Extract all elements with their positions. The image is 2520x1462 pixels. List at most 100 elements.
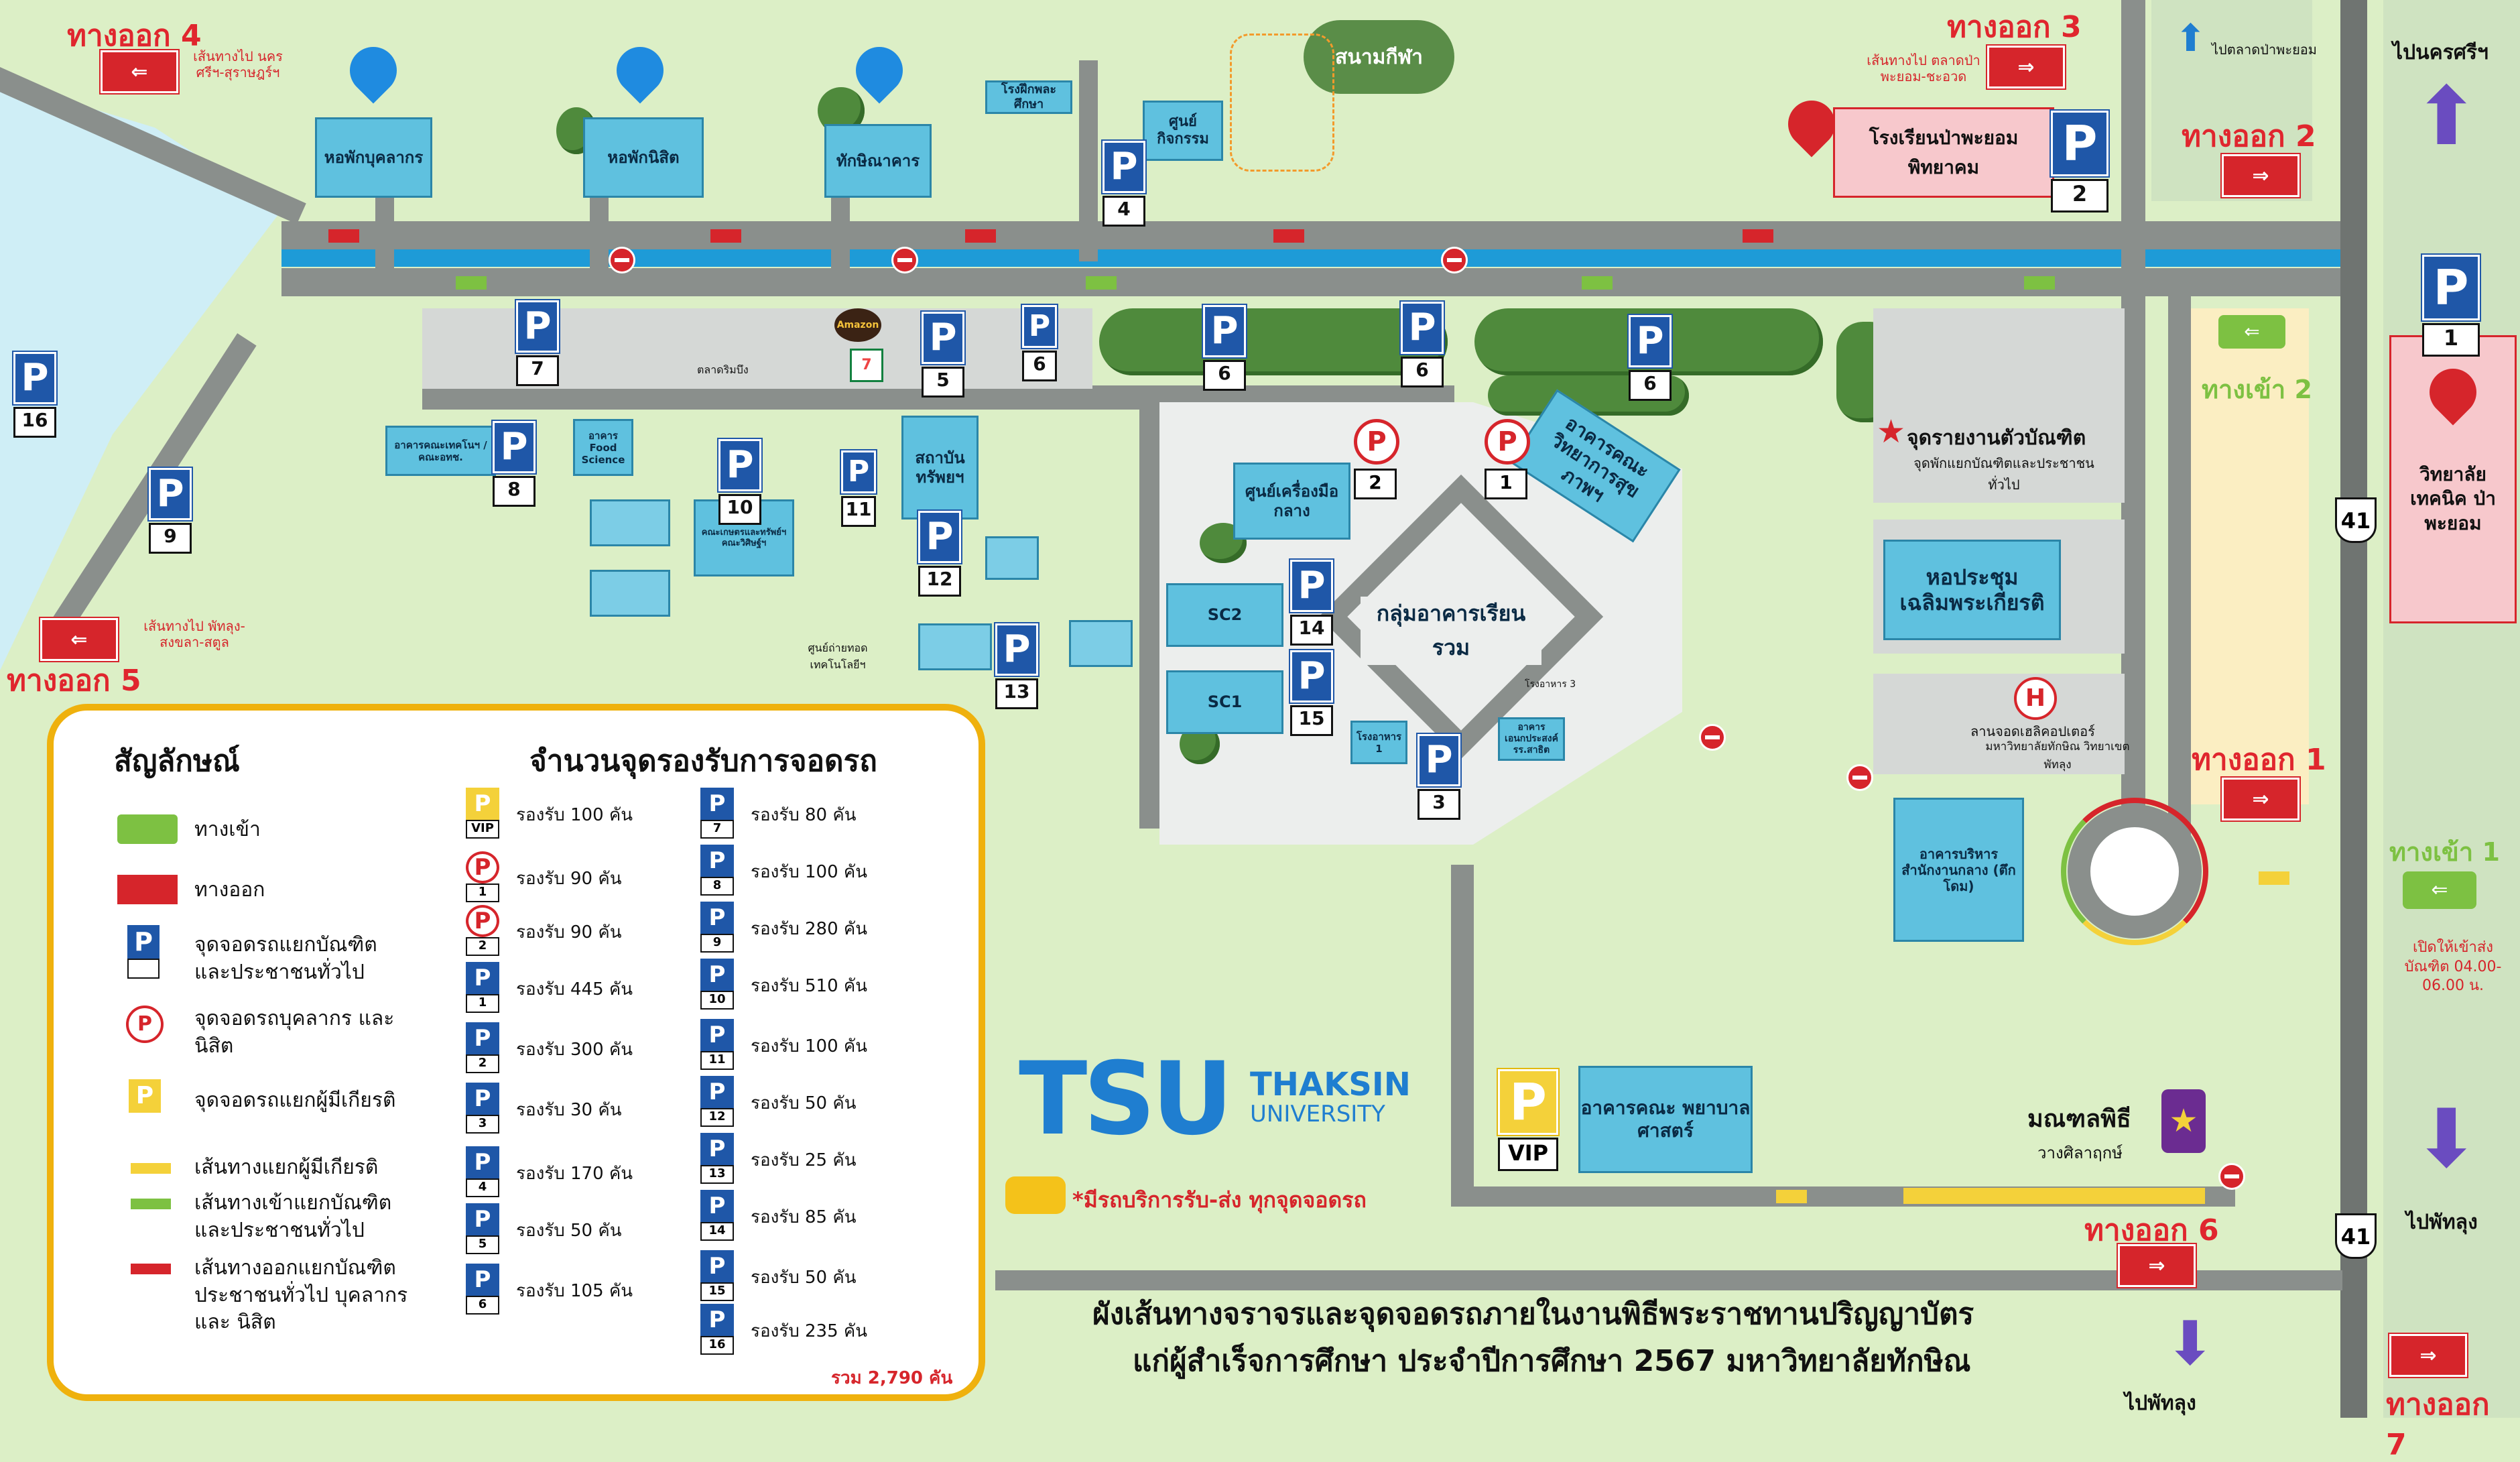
legend-vip-text: จุดจอดรถแยกผู้มีเกียรติ [194,1089,396,1112]
legend-staff-parking-icon: P [126,1006,164,1043]
up-arrow-icon: ⬆ [2413,70,2480,164]
student-dorm[interactable]: หอพักนิสิต [583,117,704,198]
capacity-left-text: รองรับ 105 คัน [516,1281,633,1301]
exit-1-sign[interactable]: ⇒ [2220,776,2301,822]
exit-3-sign[interactable]: ⇒ [1986,44,2066,90]
no-entry-sign-6 [2218,1163,2245,1190]
reporting-point-label: จุดรายงานตัวบัณฑิต [1907,426,2086,450]
stadium-track [1230,34,1334,172]
exit-arrow-2 [710,229,741,243]
exit-5-sign[interactable]: ⇐ [39,617,119,662]
capacity-left-lot-number: 1 [466,994,499,1013]
exit-arrow-4 [1273,229,1304,243]
no-entry-sign-4 [1699,724,1726,751]
exit-2-sign[interactable]: ⇒ [2220,153,2301,198]
capacity-left-text: รองรับ 445 คัน [516,979,633,999]
capacity-right-lot-number: 8 [700,877,734,896]
capacity-right-text: รองรับ 280 คัน [751,919,868,939]
sc1-building[interactable]: SC1 [1166,670,1283,734]
capacity-left-lot-number: VIP [466,820,499,839]
exit-4-label: ทางออก 4 [67,19,202,53]
admin-building[interactable]: อาคารบริหาร สำนักงานกลาง (ตึกโดม) [1893,798,2024,942]
food-science[interactable]: อาคาร Food Science [573,419,633,476]
lecture-1[interactable]: โรงอาหาร 1 [1350,721,1407,764]
multi-building[interactable]: อาคาร เอนกประสงค์ รร.สาธิต [1498,717,1565,761]
thaksina-building[interactable]: ทักษิณาคาร [824,124,932,198]
practice-school[interactable]: โรงฝึกพละศึกษา [985,80,1072,114]
activity-center[interactable]: ศูนย์ กิจกรรม [1143,101,1223,161]
capacity-left-text: รองรับ 50 คัน [516,1221,622,1241]
sc2-building[interactable]: SC2 [1166,583,1283,647]
capacity-right-text: รองรับ 100 คัน [751,1036,868,1056]
capacity-left-text: รองรับ 90 คัน [516,869,622,889]
legend-entry-route-text: เส้นทางเข้าแยกบัณฑิต และประชาชนทั่วไป [194,1191,392,1242]
legend-exit-route-icon [131,1264,171,1274]
entry-1-sign[interactable]: ⇐ [2403,871,2476,909]
block-a [590,499,670,546]
capacity-right-text: รองรับ 50 คัน [751,1268,857,1288]
staff-dorm-pin-icon [340,37,407,104]
agri-faculty[interactable]: อาคารคณะเทคโนฯ / คณะอทช. [385,426,496,476]
capacity-left-text: รองรับ 300 คัน [516,1040,633,1060]
road-loop-vertical [2168,295,2191,845]
stadium[interactable]: สนามกีฬา [1304,20,1454,94]
capacity-right-lot-number: 14 [700,1222,734,1241]
exit-6-sign[interactable]: ⇒ [2117,1243,2197,1288]
capacity-left-lot-number: 4 [466,1178,499,1197]
hall-building[interactable]: หอประชุม เฉลิมพระเกียรติ [1883,540,2061,640]
nursing-building[interactable]: อาคารคณะ พยาบาลศาสตร์ [1578,1066,1753,1173]
entry-2-sign[interactable]: ⇐ [2218,315,2285,349]
footer-line-1: ผังเส้นทางจราจรและจุดจอดรถภายในงานพิธีพร… [1092,1297,1974,1331]
to-phatthalung-right-label: ไปพัทลุง [2406,1211,2478,1234]
vip-parking[interactable]: P VIP [1497,1068,1560,1171]
entry-1-label: ทางเข้า 1 [2389,837,2500,867]
capacity-right-lot-number: 7 [700,820,734,839]
capacity-left-lot-number: 6 [466,1296,499,1315]
road-south [1451,865,1474,1200]
exit-arrow-3 [965,229,996,243]
mandala-label: มณฑลพิธี [2027,1105,2131,1133]
route-nakhon-surat: เส้นทางไป นครศรีฯ-สุราษฎร์ฯ [193,48,283,80]
tech-transfer-label: ศูนย์ถ่ายทอด เทคโนโลยีฯ [808,642,868,671]
staff-dorm[interactable]: หอพักบุคลากร [315,117,432,198]
exit-7-sign[interactable]: ⇒ [2388,1333,2468,1378]
legend-vip-route-icon [131,1163,171,1174]
capacity-left-text: รองรับ 30 คัน [516,1100,622,1120]
road-right-vertical [2340,0,2367,1418]
papayom-school[interactable]: โรงเรียนป่าพะยอม พิทยาคม [1833,107,2054,198]
capacity-right-lot-number: 11 [700,1051,734,1070]
resource-institute[interactable]: สถาบัน ทรัพยฯ [901,416,979,520]
capacity-left-text: รองรับ 100 คัน [516,805,633,825]
capacity-right-lot-number: 15 [700,1282,734,1301]
footer-line-2: แก่ผู้สำเร็จการศึกษา ประจำปีการศึกษา 256… [1133,1344,1971,1378]
vip-arrow-1 [1776,1190,1807,1203]
capacity-right-lot-number: 10 [700,991,734,1010]
exit-4-sign[interactable]: ⇐ [99,49,180,95]
tool-center[interactable]: ศูนย์เครื่องมือ กลาง [1233,463,1350,540]
